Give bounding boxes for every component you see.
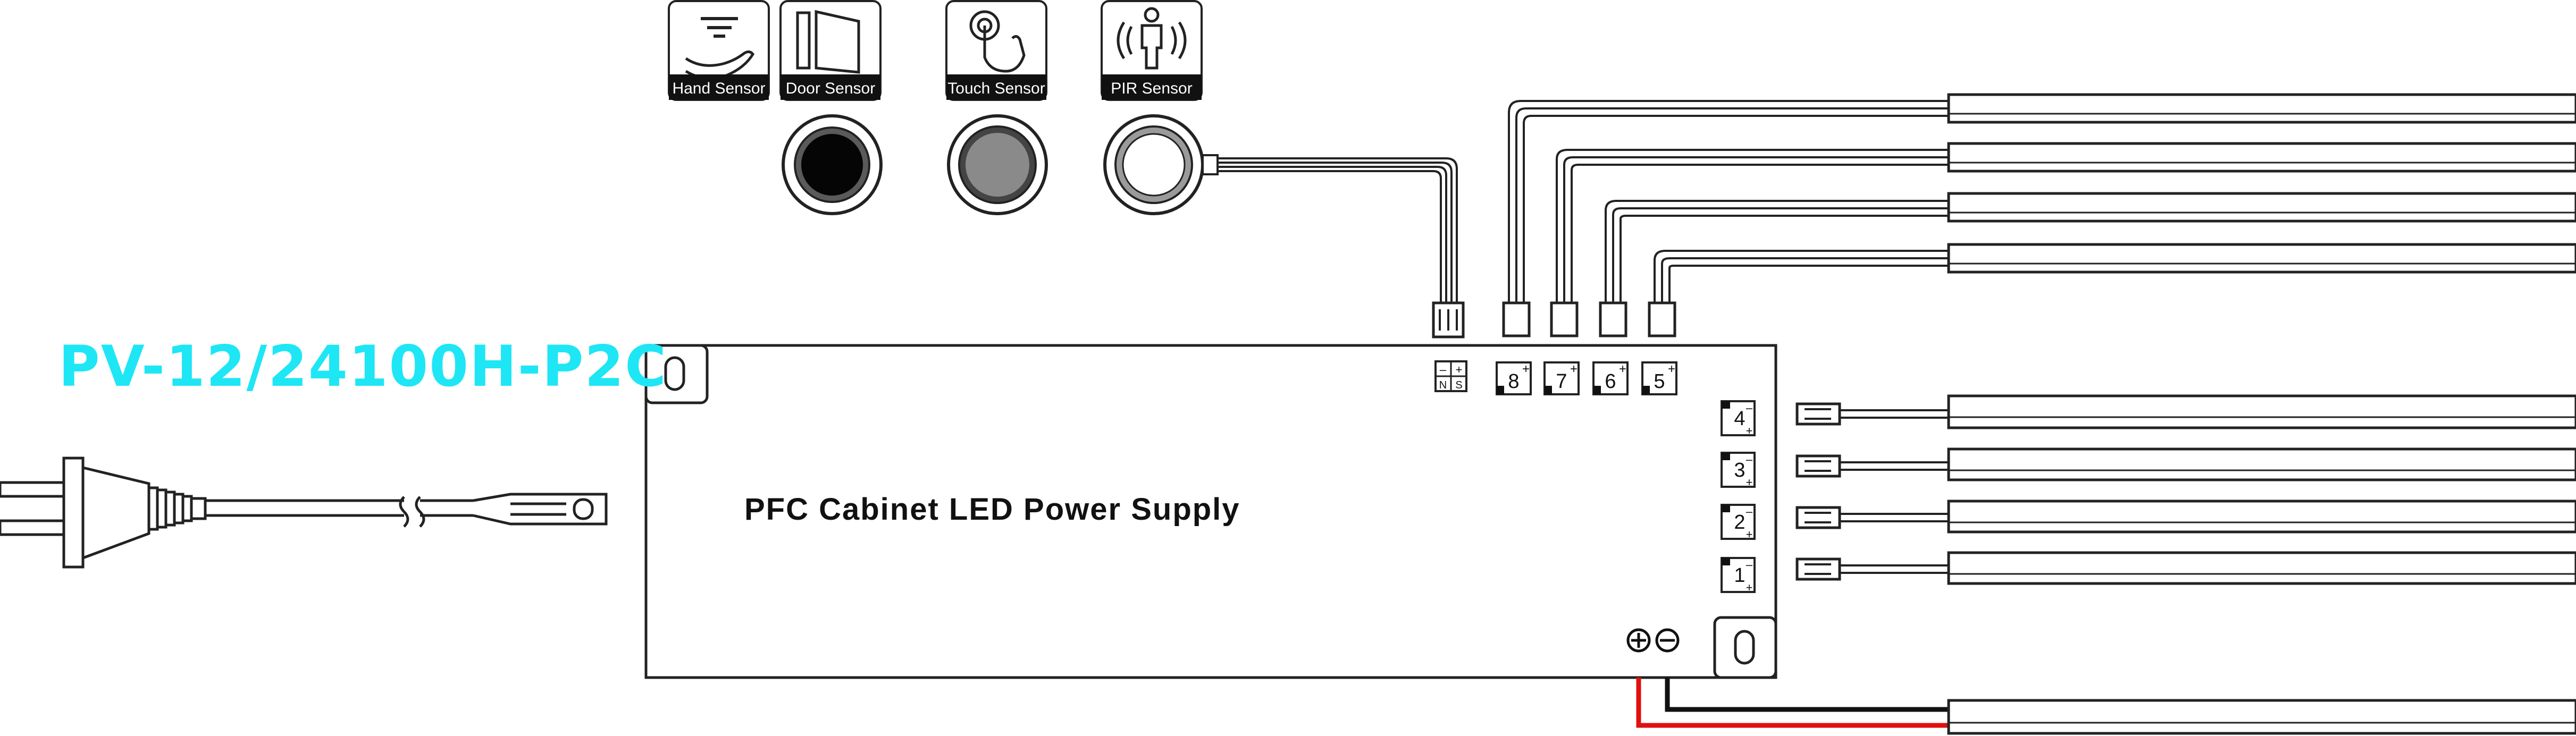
- svg-text:+: +: [1619, 362, 1626, 376]
- power-supply-box: [644, 344, 1777, 679]
- product-title: PFC Cabinet LED Power Supply: [744, 492, 1240, 527]
- top-connectors: [1502, 301, 1676, 337]
- sensor-label: PIR Sensor: [1111, 80, 1192, 97]
- right-port-labels: 4 – + 3 – + 2 – + 1 – +: [1721, 400, 1756, 594]
- port-s-label: S: [1455, 379, 1462, 391]
- svg-text:–: –: [1746, 401, 1753, 414]
- sensor-cable: [1218, 157, 1465, 339]
- svg-text:+: +: [1668, 362, 1675, 376]
- model-number: PV-12/24100H-P2C: [58, 334, 667, 399]
- svg-text:+: +: [1746, 528, 1753, 541]
- svg-text:+: +: [1570, 362, 1578, 376]
- svg-text:+: +: [1522, 362, 1530, 376]
- svg-text:+: +: [1746, 476, 1753, 489]
- door-sensor-icon: Door Sensor: [779, 0, 882, 101]
- svg-text:–: –: [1746, 453, 1753, 466]
- svg-text:–: –: [1440, 363, 1447, 376]
- port-3-label: 3 – +: [1721, 452, 1756, 489]
- right-connectors: [1795, 402, 1841, 581]
- svg-text:2: 2: [1734, 511, 1745, 534]
- right-short-cables: [1840, 409, 1949, 574]
- port-1-label: 1 – +: [1721, 557, 1756, 594]
- positive-terminal-icon: [1626, 628, 1651, 653]
- ac-plug-icon: [0, 456, 207, 569]
- port-4-label: 4 – +: [1721, 400, 1756, 437]
- svg-text:–: –: [1746, 558, 1753, 571]
- sensor-port-label: – + N S: [1434, 360, 1467, 392]
- pir-sensor-icon: PIR Sensor: [1101, 0, 1203, 101]
- port-5-label: 5 +: [1641, 361, 1677, 395]
- ac-cord: [205, 496, 473, 528]
- svg-text:4: 4: [1734, 408, 1745, 430]
- led-strips-top: [1947, 93, 2576, 274]
- sensor-label: Hand Sensor: [672, 80, 765, 97]
- port-7-label: 7 +: [1543, 361, 1580, 395]
- svg-text:6: 6: [1605, 370, 1616, 393]
- led-strips-right: [1947, 394, 2576, 585]
- black-sensor-button: [782, 114, 883, 215]
- svg-text:+: +: [1456, 363, 1463, 376]
- svg-text:–: –: [1746, 505, 1753, 518]
- svg-text:5: 5: [1654, 370, 1665, 393]
- grey-sensor-button: [947, 114, 1048, 215]
- port-6-label: 6 +: [1592, 361, 1629, 395]
- sensor-label: Door Sensor: [786, 80, 875, 97]
- svg-text:1: 1: [1734, 564, 1745, 587]
- port-8-label: 8 +: [1496, 361, 1532, 395]
- svg-text:8: 8: [1508, 370, 1519, 393]
- sensor-icons: Hand Sensor Door Sensor Touch Sensor PI: [668, 0, 1203, 101]
- touch-sensor-icon: Touch Sensor: [945, 0, 1047, 101]
- port-2-label: 2 – +: [1721, 504, 1756, 541]
- svg-text:3: 3: [1734, 459, 1745, 481]
- right-connector-pins: [1805, 408, 1831, 575]
- top-port-labels: 8 + 7 + 6 + 5 +: [1496, 361, 1677, 395]
- svg-text:7: 7: [1556, 370, 1567, 393]
- dc-output-wires: [1636, 678, 1949, 728]
- hand-sensor-icon: Hand Sensor: [668, 0, 770, 101]
- svg-text:+: +: [1746, 581, 1753, 594]
- port-n-label: N: [1439, 379, 1447, 391]
- top-output-cables: [1508, 100, 1949, 307]
- sensor-buttons: [782, 114, 1219, 215]
- white-sensor-button: [1103, 114, 1219, 215]
- negative-terminal-icon: [1655, 628, 1680, 653]
- sensor-label: Touch Sensor: [947, 80, 1045, 97]
- svg-text:+: +: [1746, 424, 1753, 437]
- ac-connector-plug: [473, 493, 608, 526]
- led-strip-bottom: [1947, 699, 2576, 735]
- polarity-symbols: [1626, 628, 1680, 653]
